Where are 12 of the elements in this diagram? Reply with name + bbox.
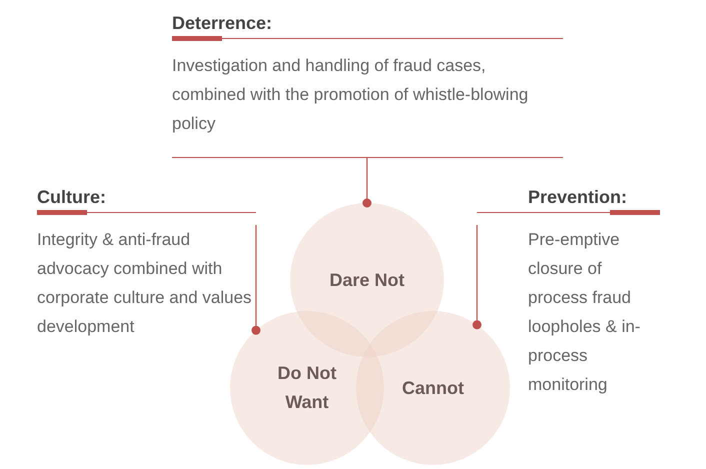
heading: Prevention: (528, 186, 628, 209)
circle-label: Dare Not (328, 268, 406, 292)
leader-line (362, 158, 372, 208)
circle-label: Cannot (401, 376, 465, 400)
heading: Culture: (37, 186, 107, 209)
circle-label: Do Not Want (276, 362, 338, 414)
leader-line (472, 225, 482, 330)
description: Integrity & anti-fraud advocacy combined with corporate culture and values development (37, 229, 253, 338)
heading: Deterrence: (172, 12, 274, 35)
description: Pre-emptive closure of process fraud loopholes & in-process monitoring (528, 229, 642, 396)
leader-line (252, 225, 260, 335)
description: Investigation and handling of fraud cases, combined with the promotion of whistle-blowing policy (172, 55, 530, 135)
